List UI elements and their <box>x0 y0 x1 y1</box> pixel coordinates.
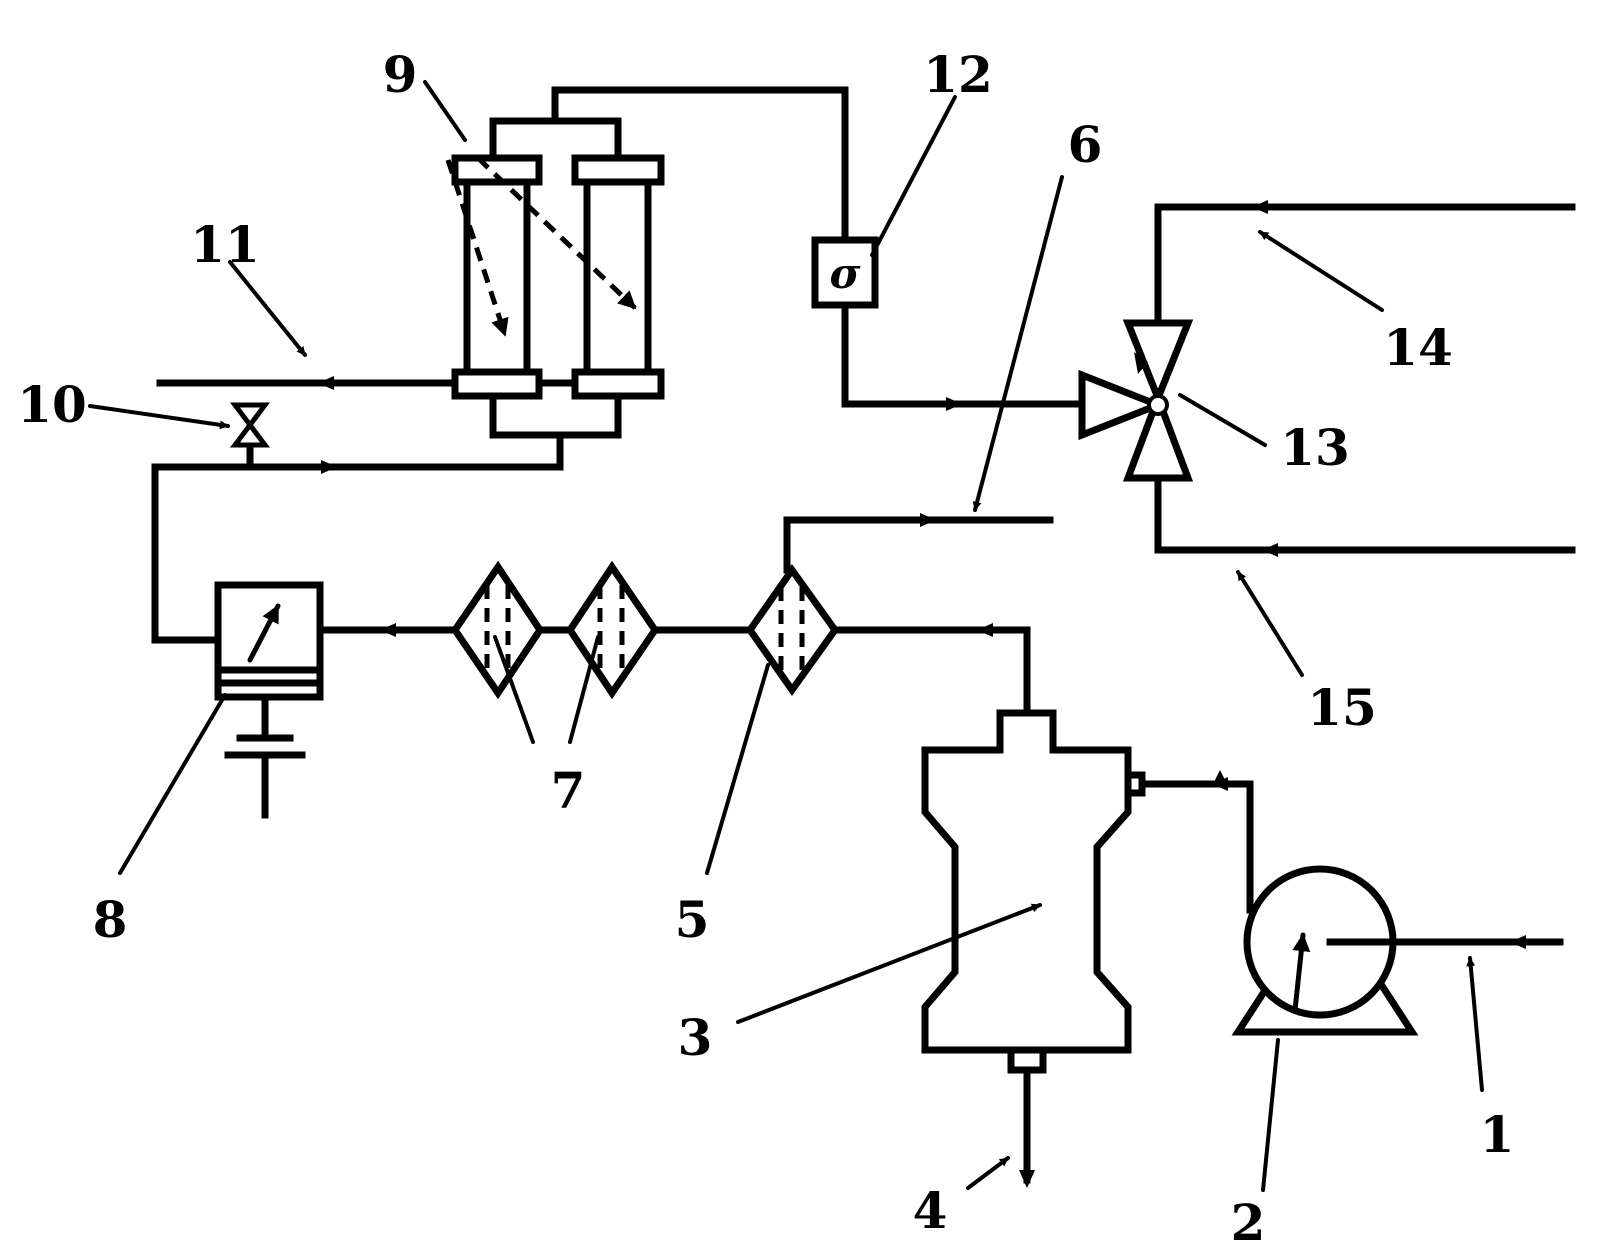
gauge-to-ejector-line <box>841 301 1086 408</box>
label-9: 9 <box>383 45 418 104</box>
cyclone-overflow-line <box>831 626 1031 717</box>
return-line-15 <box>1154 474 1576 554</box>
bypass-line-6 <box>783 516 1054 574</box>
unit-8 <box>214 581 324 819</box>
permeate-line <box>551 86 849 244</box>
label-3: 3 <box>678 1008 713 1067</box>
top-manifold <box>489 117 622 162</box>
label-2: 2 <box>1231 1193 1266 1252</box>
label-5: 5 <box>675 890 710 949</box>
bottom-manifold <box>489 392 622 439</box>
flow-arrows <box>318 200 1526 949</box>
unit8-to-header-line <box>151 431 564 644</box>
labels: 1 2 3 4 5 6 7 8 9 10 11 12 13 14 15 <box>17 45 1514 1252</box>
membranes-9 <box>445 154 665 400</box>
ejector-13 <box>1078 319 1194 482</box>
label-1: 1 <box>1480 1105 1515 1164</box>
label-6: 6 <box>1068 115 1103 174</box>
pump-discharge-line <box>1136 780 1254 914</box>
label-12: 12 <box>923 45 993 104</box>
label-4: 4 <box>913 1181 948 1240</box>
pump-2 <box>1231 865 1419 1036</box>
gauge-12: σ <box>811 236 879 309</box>
filter-5 <box>745 563 840 697</box>
hydrocyclone-3 <box>921 709 1146 1188</box>
piping <box>151 86 1576 946</box>
leaders <box>88 80 1484 1192</box>
label-8: 8 <box>93 890 128 949</box>
valve-10 <box>230 402 270 448</box>
motive-line-14 <box>1154 203 1576 327</box>
label-10: 10 <box>17 375 87 434</box>
label-14: 14 <box>1383 318 1453 377</box>
gauge-symbol: σ <box>830 249 861 298</box>
label-13: 13 <box>1280 418 1350 477</box>
label-11: 11 <box>190 215 260 274</box>
label-7: 7 <box>551 761 586 820</box>
label-15: 15 <box>1307 678 1377 737</box>
